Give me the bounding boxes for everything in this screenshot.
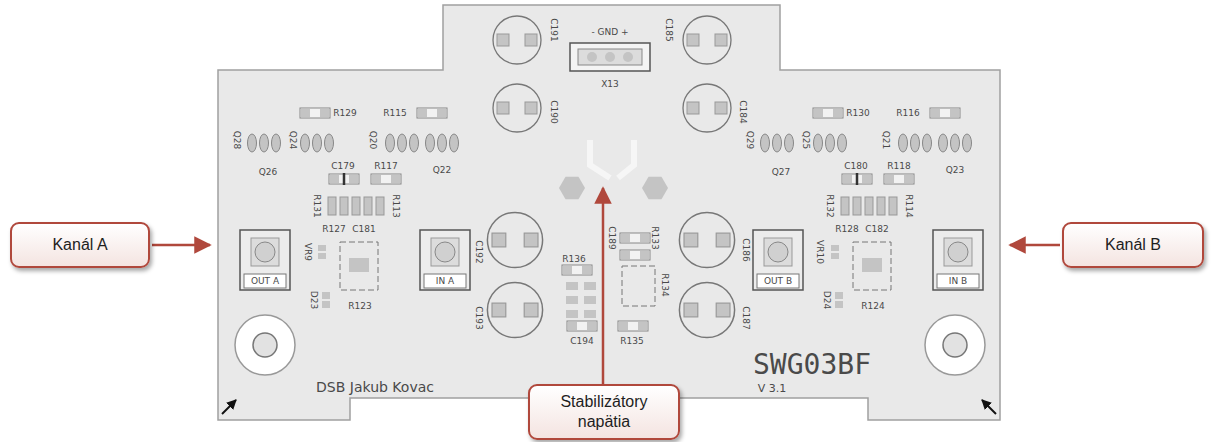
component-designator: Q20 [368, 131, 377, 150]
component-designator: VR9 [303, 243, 312, 261]
component-designator: VR10 [815, 240, 824, 264]
component-designator: R113 [391, 194, 400, 217]
component-designator: Q27 [772, 168, 791, 177]
component-designator: R131 [312, 194, 321, 217]
component-designator: R114 [904, 194, 913, 217]
version-label: V 3.1 [758, 383, 787, 394]
component-designator: Q23 [946, 166, 965, 175]
component-designator: C191 [549, 18, 558, 41]
component-designator: R136 [562, 255, 585, 264]
component-designator: R130 [846, 109, 869, 118]
component-designator: R124 [861, 302, 884, 311]
component-designator: R117 [374, 162, 397, 171]
board-name: SWG03BF [753, 351, 871, 379]
pot-label: IN B [949, 277, 967, 286]
component-designator: R133 [650, 226, 659, 249]
component-designator: C193 [474, 306, 483, 329]
component-designator: C192 [474, 240, 483, 263]
component-designator: D23 [309, 291, 318, 309]
component-designator: C181 [352, 225, 375, 234]
component-designator: D24 [822, 291, 831, 309]
component-designator: R128 [835, 225, 858, 234]
pot-label: OUT A [251, 277, 279, 286]
callout-box: Kanál A [10, 222, 150, 268]
component-designator: R115 [383, 109, 406, 118]
component-designator: Q21 [881, 131, 890, 150]
component-designator: Q26 [259, 168, 278, 177]
callout-text: Stabilizátory napätia [538, 392, 670, 432]
component-designator: Q29 [745, 131, 754, 150]
component-designator: C180 [844, 162, 867, 171]
component-designator: - GND + [591, 28, 628, 37]
callout-box: Kanál B [1062, 222, 1204, 268]
component-designator: C186 [741, 238, 750, 261]
component-designator: C190 [549, 100, 558, 123]
component-designator: R127 [322, 225, 345, 234]
component-designator: Q22 [433, 166, 452, 175]
component-designator: R118 [887, 162, 910, 171]
author-label: DSB Jakub Kovac [316, 380, 434, 394]
component-designator: C189 [607, 226, 616, 249]
component-designator: C187 [741, 306, 750, 329]
pot-label: OUT B [764, 277, 792, 286]
component-designator: R132 [825, 194, 834, 217]
component-designator: Q28 [232, 131, 241, 150]
component-designator: C185 [664, 18, 673, 41]
component-designator: C179 [331, 162, 354, 171]
component-designator: C184 [738, 100, 747, 123]
component-designator: R129 [333, 109, 356, 118]
component-designator: R116 [896, 109, 919, 118]
component-designator: X13 [601, 80, 619, 89]
component-designator: C182 [865, 225, 888, 234]
component-designator: R134 [660, 273, 669, 296]
callout-text: Kanál A [52, 235, 107, 255]
callout-box: Stabilizátory napätia [528, 384, 680, 440]
component-designator: Q24 [288, 131, 297, 150]
component-designator: R123 [348, 302, 371, 311]
callout-text: Kanál B [1105, 235, 1161, 255]
pot-label: IN A [436, 277, 454, 286]
component-designator: C194 [570, 337, 593, 346]
component-designator: R135 [620, 337, 643, 346]
component-designator: Q25 [801, 131, 810, 150]
